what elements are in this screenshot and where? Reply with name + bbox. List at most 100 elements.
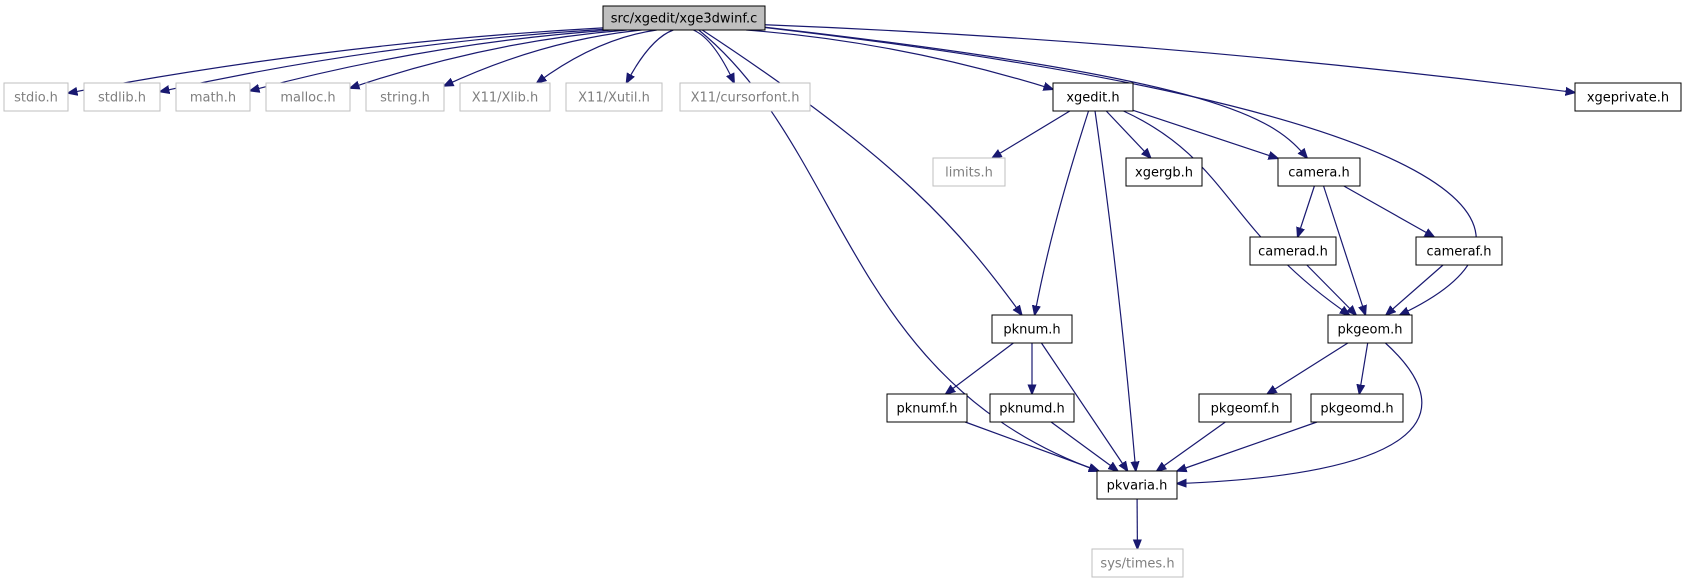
edge-pkgeom-to-pkvaria: [1177, 342, 1423, 484]
node-label-limits: limits.h: [945, 166, 993, 181]
edge-cameraf-to-pkgeom: [1386, 264, 1444, 315]
node-limits: limits.h: [932, 157, 1006, 187]
node-pkgeomd[interactable]: pkgeomd.h: [1310, 393, 1404, 423]
edge-root-to-xlib: [537, 29, 657, 83]
node-label-cursorfont: X11/cursorfont.h: [691, 91, 800, 106]
edge-xgedit-to-xgergb: [1105, 110, 1150, 158]
node-pknumd[interactable]: pknumd.h: [989, 393, 1075, 423]
edge-pkgeom-to-pkgeomf: [1267, 342, 1349, 394]
node-box-stdlib: [83, 82, 161, 112]
edge-xgedit-to-pkgeom: [1123, 110, 1349, 315]
node-box-xutil: [565, 82, 663, 112]
node-systimes: sys/times.h: [1091, 548, 1184, 578]
node-pkgeomf[interactable]: pkgeomf.h: [1198, 393, 1292, 423]
node-box-malloc: [265, 82, 351, 112]
node-box-systimes: [1091, 548, 1184, 578]
node-box-xgergb: [1125, 157, 1203, 187]
node-root[interactable]: src/xgedit/xge3dwinf.c: [602, 5, 766, 31]
node-label-camerad: camerad.h: [1258, 245, 1328, 260]
node-xgedit[interactable]: xgedit.h: [1052, 82, 1134, 112]
node-label-stdio: stdio.h: [14, 91, 58, 106]
edge-root-to-pkgeom: [764, 26, 1477, 315]
node-label-xlib: X11/Xlib.h: [472, 91, 539, 106]
node-label-cameraf: cameraf.h: [1426, 245, 1491, 260]
node-box-camera: [1277, 157, 1361, 187]
node-label-pknumf: pknumf.h: [897, 402, 958, 417]
edge-pknum-to-pkvaria: [1040, 342, 1127, 471]
node-camerad[interactable]: camerad.h: [1249, 236, 1337, 266]
node-box-xgeprivate: [1574, 82, 1682, 112]
node-label-stdlib: stdlib.h: [98, 91, 146, 106]
node-box-stdio: [3, 82, 69, 112]
node-camera[interactable]: camera.h: [1277, 157, 1361, 187]
node-box-pkgeomd: [1310, 393, 1404, 423]
node-xgeprivate[interactable]: xgeprivate.h: [1574, 82, 1682, 112]
node-label-xgergb: xgergb.h: [1135, 166, 1193, 181]
edge-root-to-string: [444, 29, 642, 86]
node-label-pkvaria: pkvaria.h: [1107, 479, 1168, 494]
node-label-pknum: pknum.h: [1003, 323, 1060, 338]
node-box-cursorfont: [679, 82, 811, 112]
edge-camerad-to-pkgeom: [1306, 264, 1356, 315]
node-label-pkgeomd: pkgeomd.h: [1320, 402, 1393, 417]
node-box-pkgeomf: [1198, 393, 1292, 423]
edge-pkgeomf-to-pkvaria: [1157, 421, 1226, 471]
node-label-malloc: malloc.h: [280, 91, 335, 106]
node-label-math: math.h: [190, 91, 236, 106]
edge-camera-to-camerad: [1298, 185, 1315, 237]
edge-camera-to-pkgeom: [1322, 185, 1366, 315]
edge-root-to-xgeprivate: [764, 24, 1575, 93]
node-pknum[interactable]: pknum.h: [991, 314, 1073, 344]
node-label-xutil: X11/Xutil.h: [578, 91, 650, 106]
edge-pknum-to-pknumf: [946, 342, 1014, 394]
node-box-cameraf: [1415, 236, 1503, 266]
node-stdio: stdio.h: [3, 82, 69, 112]
node-label-root: src/xgedit/xge3dwinf.c: [611, 12, 758, 27]
edge-camera-to-cameraf: [1343, 185, 1434, 237]
node-xgergb[interactable]: xgergb.h: [1125, 157, 1203, 187]
node-label-pkgeom: pkgeom.h: [1337, 323, 1402, 338]
node-box-pknum: [991, 314, 1073, 344]
node-label-xgedit: xgedit.h: [1066, 91, 1119, 106]
edge-pknumd-to-pkvaria: [1050, 421, 1118, 471]
node-math: math.h: [175, 82, 251, 112]
edge-root-to-stdlib: [160, 28, 604, 91]
edge-pknumf-to-pkvaria: [964, 421, 1099, 471]
node-box-math: [175, 82, 251, 112]
node-cameraf[interactable]: cameraf.h: [1415, 236, 1503, 266]
node-malloc: malloc.h: [265, 82, 351, 112]
node-cursorfont: X11/cursorfont.h: [679, 82, 811, 112]
node-box-limits: [932, 157, 1006, 187]
edge-root-to-xutil: [626, 29, 674, 83]
node-label-systimes: sys/times.h: [1100, 557, 1174, 572]
edge-root-to-malloc: [350, 29, 627, 88]
edge-root-to-math: [250, 29, 613, 91]
edge-root-to-camera: [764, 26, 1307, 158]
edge-root-to-pknum: [701, 29, 1022, 315]
node-label-pknumd: pknumd.h: [999, 402, 1065, 417]
node-box-root: [602, 5, 766, 31]
node-xutil: X11/Xutil.h: [565, 82, 663, 112]
node-pkvaria[interactable]: pkvaria.h: [1096, 470, 1178, 500]
node-label-pkgeomf: pkgeomf.h: [1211, 402, 1280, 417]
node-box-string: [365, 82, 445, 112]
edge-pkgeomd-to-pkvaria: [1177, 421, 1318, 471]
node-box-pkgeom: [1327, 314, 1413, 344]
edge-pkgeom-to-pkgeomd: [1359, 342, 1369, 394]
edge-root-to-xgedit: [746, 29, 1053, 89]
node-label-xgeprivate: xgeprivate.h: [1587, 91, 1669, 106]
edge-root-to-stdio: [68, 27, 604, 93]
node-string: string.h: [365, 82, 445, 112]
node-box-xlib: [459, 82, 551, 112]
node-pkgeom[interactable]: pkgeom.h: [1327, 314, 1413, 344]
node-pknumf[interactable]: pknumf.h: [886, 393, 968, 423]
node-box-pkvaria: [1096, 470, 1178, 500]
edges-layer: [68, 24, 1575, 549]
node-box-pknumd: [989, 393, 1075, 423]
edge-xgedit-to-camera: [1132, 109, 1278, 158]
edge-xgedit-to-limits: [992, 110, 1071, 158]
node-box-camerad: [1249, 236, 1337, 266]
edge-xgedit-to-pknum: [1035, 110, 1090, 315]
node-label-string: string.h: [380, 91, 430, 106]
